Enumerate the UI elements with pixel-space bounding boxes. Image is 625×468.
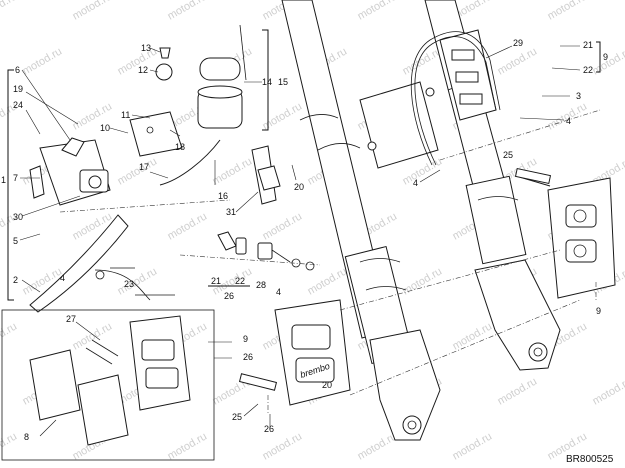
fork-leg-left (281, 0, 414, 365)
watermark-text: motod.ru (496, 375, 540, 407)
callout-20b: 20 (322, 380, 332, 390)
callout-18: 18 (175, 142, 185, 152)
bracket-1 (7, 69, 14, 301)
inset-pads-detail (1, 309, 215, 461)
callout-20a: 20 (294, 182, 304, 192)
brake-caliper-left: brembo (238, 299, 351, 406)
brake-caliper-right (514, 167, 616, 299)
callout-24: 24 (13, 100, 23, 110)
brake-pad-rear (77, 374, 129, 446)
callout-6: 6 (15, 65, 20, 75)
callout-7: 7 (13, 173, 18, 183)
watermark-text: motod.ru (401, 265, 445, 297)
watermark-text: motod.ru (261, 100, 305, 132)
callout-labels: 1 2 3 4 4 4 4 5 6 7 8 9 9 9 10 11 12 13 … (1, 38, 608, 442)
watermark-text: motod.ru (166, 430, 210, 462)
callout-12: 12 (138, 65, 148, 75)
fork-foot-right (474, 259, 561, 371)
watermark-text: motod.ru (546, 0, 590, 23)
callout-25a: 25 (503, 150, 513, 160)
watermark-text: motod.ru (0, 320, 19, 352)
watermark-text: motod.ru (261, 430, 305, 462)
callout-9a: 9 (603, 52, 608, 62)
callout-22b: 22 (235, 276, 245, 286)
bracket-9-top (596, 41, 601, 73)
callout-26b: 26 (243, 352, 253, 362)
watermark-text: motod.ru (591, 375, 625, 407)
brake-pad-front (29, 349, 81, 421)
callout-23: 23 (124, 279, 134, 289)
banjo-and-bleeder (217, 231, 315, 271)
callout-2: 2 (13, 275, 18, 285)
brake-hose-lower (94, 267, 175, 301)
callout-5: 5 (13, 236, 18, 246)
callout-16: 16 (218, 191, 228, 201)
watermark-text: motod.ru (451, 430, 495, 462)
callout-26a: 26 (224, 291, 234, 301)
callout-14: 14 (262, 77, 272, 87)
reservoir-hose (159, 139, 221, 186)
watermark-text: motod.ru (356, 430, 400, 462)
watermark-text: motod.ru (116, 155, 160, 187)
watermark-text: motod.ru (166, 210, 210, 242)
watermark-text: motod.ru (116, 265, 160, 297)
callout-9b: 9 (596, 306, 601, 316)
hose-clamp-bracket-31 (251, 145, 281, 205)
watermark-text: motod.ru (451, 320, 495, 352)
callout-13: 13 (141, 43, 151, 53)
callout-4b: 4 (413, 178, 418, 188)
callout-10: 10 (100, 123, 110, 133)
callout-31: 31 (226, 207, 236, 217)
callout-26c: 26 (264, 424, 274, 434)
callout-1: 1 (1, 175, 6, 185)
callout-4a: 4 (566, 116, 571, 126)
callout-22a: 22 (583, 65, 593, 75)
drawing-code: BR800525 (566, 454, 614, 465)
watermark-text: motod.ru (211, 155, 255, 187)
watermark-text: motod.ru (261, 210, 305, 242)
watermark-text: motod.ru (21, 45, 65, 77)
callout-30: 30 (13, 212, 23, 222)
callout-28: 28 (256, 280, 266, 290)
callout-27: 27 (66, 314, 76, 324)
watermark-text: motod.ru (166, 0, 210, 23)
watermark-text: motod.ru (0, 0, 19, 23)
watermark-text: motod.ru (0, 430, 19, 462)
callout-17: 17 (139, 162, 149, 172)
watermark-text: motod.ru (71, 320, 115, 352)
brake-lever (29, 214, 129, 313)
master-cylinder-body (29, 137, 111, 206)
callout-9c: 9 (243, 334, 248, 344)
watermark-text: motod.ru (306, 265, 350, 297)
watermark-text: motod.ru (71, 0, 115, 23)
callout-4c: 4 (60, 273, 65, 283)
bracket-14-15 (262, 29, 269, 131)
fork-clamp-bracket (359, 29, 497, 169)
callout-29: 29 (513, 38, 523, 48)
reservoir-bracket (129, 111, 183, 157)
watermark-text: motod.ru (356, 0, 400, 23)
callout-8: 8 (24, 432, 29, 442)
callout-25b: 25 (232, 412, 242, 422)
callout-21a: 21 (583, 40, 593, 50)
callout-21b: 21 (211, 276, 221, 286)
fork-foot-left (369, 329, 441, 441)
callout-4d: 4 (276, 287, 281, 297)
brake-hose-upper (410, 31, 501, 166)
callout-3: 3 (576, 91, 581, 101)
reservoir-assembly (155, 24, 247, 129)
callout-11: 11 (121, 110, 130, 120)
callout-15: 15 (278, 77, 288, 87)
callout-19: 19 (13, 84, 23, 94)
